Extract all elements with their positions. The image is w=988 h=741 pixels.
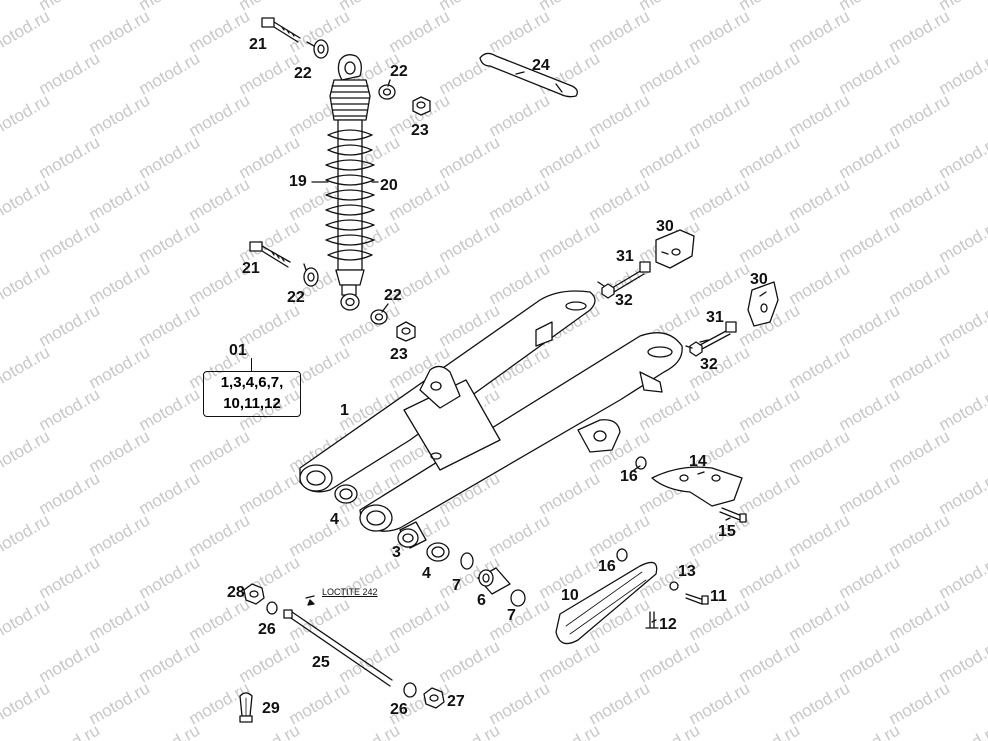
washer-22-top-left [313, 39, 329, 59]
bolt-31-upper [611, 269, 645, 293]
washer-22-top-right [378, 84, 396, 100]
kit-number-label: 01 [229, 342, 247, 359]
callout-19: 19 [289, 173, 307, 190]
kit-contents-line-2: 10,11,12 [223, 395, 281, 412]
washer-26-left [266, 601, 278, 615]
callout-22-top-left: 22 [294, 65, 312, 82]
callout-32-lower: 32 [700, 356, 718, 373]
callout-25: 25 [312, 654, 330, 671]
nut-23-top [412, 96, 431, 116]
callout-23-top: 23 [411, 122, 429, 139]
washer-22-mid [303, 267, 319, 287]
nut-16-lower [616, 548, 628, 562]
callout-4-right: 4 [422, 565, 431, 582]
chain-guide-14 [651, 466, 743, 507]
callout-26-right: 26 [390, 701, 408, 718]
callout-3: 3 [392, 544, 401, 561]
callout-31-lower: 31 [706, 309, 724, 326]
callout-26-left: 26 [258, 621, 276, 638]
screw-12 [645, 611, 659, 629]
screw-15 [719, 507, 743, 521]
seal-7-right [510, 589, 526, 607]
bushing-4-left [334, 484, 358, 504]
nut-28 [243, 583, 265, 605]
callout-16-lower: 16 [598, 558, 616, 575]
callout-22-lower: 22 [384, 287, 402, 304]
callout-22-top-right: 22 [390, 63, 408, 80]
spacer-6 [477, 567, 511, 595]
kit-contents-line-1: 1,3,4,6,7, [220, 374, 284, 391]
callout-12: 12 [659, 616, 677, 633]
callout-14: 14 [689, 453, 707, 470]
nut-32-lower [689, 341, 703, 357]
callout-7-left: 7 [452, 577, 461, 594]
nut-23-lower [396, 321, 416, 342]
callout-23-lower: 23 [390, 346, 408, 363]
kit-contents-box: 1,3,4,6,7, 10,11,12 [203, 371, 301, 417]
callout-29: 29 [262, 700, 280, 717]
callout-32-upper: 32 [615, 292, 633, 309]
swingarm [299, 290, 683, 532]
washer-22-lower [370, 309, 388, 325]
axle-25 [287, 611, 393, 687]
callout-22-mid: 22 [287, 289, 305, 306]
callout-21-lower: 21 [242, 260, 260, 277]
nut-27 [423, 687, 445, 709]
seal-7-left [460, 552, 474, 570]
callout-7-right: 7 [507, 607, 516, 624]
callout-6: 6 [477, 592, 486, 609]
bolt-11 [685, 593, 705, 605]
callout-13: 13 [678, 563, 696, 580]
nut-32-upper [601, 283, 615, 299]
bearing-3 [397, 521, 427, 549]
callout-27: 27 [447, 693, 465, 710]
bushing-4-right [426, 542, 450, 562]
callout-28: 28 [227, 584, 245, 601]
callout-31-upper: 31 [616, 248, 634, 265]
loctite-note: LOCTITE 242 [322, 587, 378, 597]
callout-20: 20 [380, 177, 398, 194]
bolt-21-lower [249, 241, 291, 268]
washer-26-right [403, 682, 417, 698]
nut-16-upper [635, 456, 647, 470]
callout-16-upper: 16 [620, 468, 638, 485]
shock-absorber [325, 54, 375, 311]
callout-10: 10 [561, 587, 579, 604]
callout-11: 11 [710, 588, 727, 605]
bolt-21-top [261, 17, 301, 43]
callout-24: 24 [532, 57, 550, 74]
wrench-24 [479, 52, 578, 98]
washer-13 [669, 581, 679, 591]
callout-30-lower: 30 [750, 271, 768, 288]
callout-4-left: 4 [330, 511, 339, 528]
callout-1: 1 [340, 402, 349, 419]
kit-leader-line [251, 358, 252, 371]
callout-15: 15 [718, 523, 736, 540]
chain-slider-10 [555, 561, 658, 645]
callout-21-top: 21 [249, 36, 267, 53]
callout-30-upper: 30 [656, 218, 674, 235]
bolt-31-lower [699, 329, 731, 350]
